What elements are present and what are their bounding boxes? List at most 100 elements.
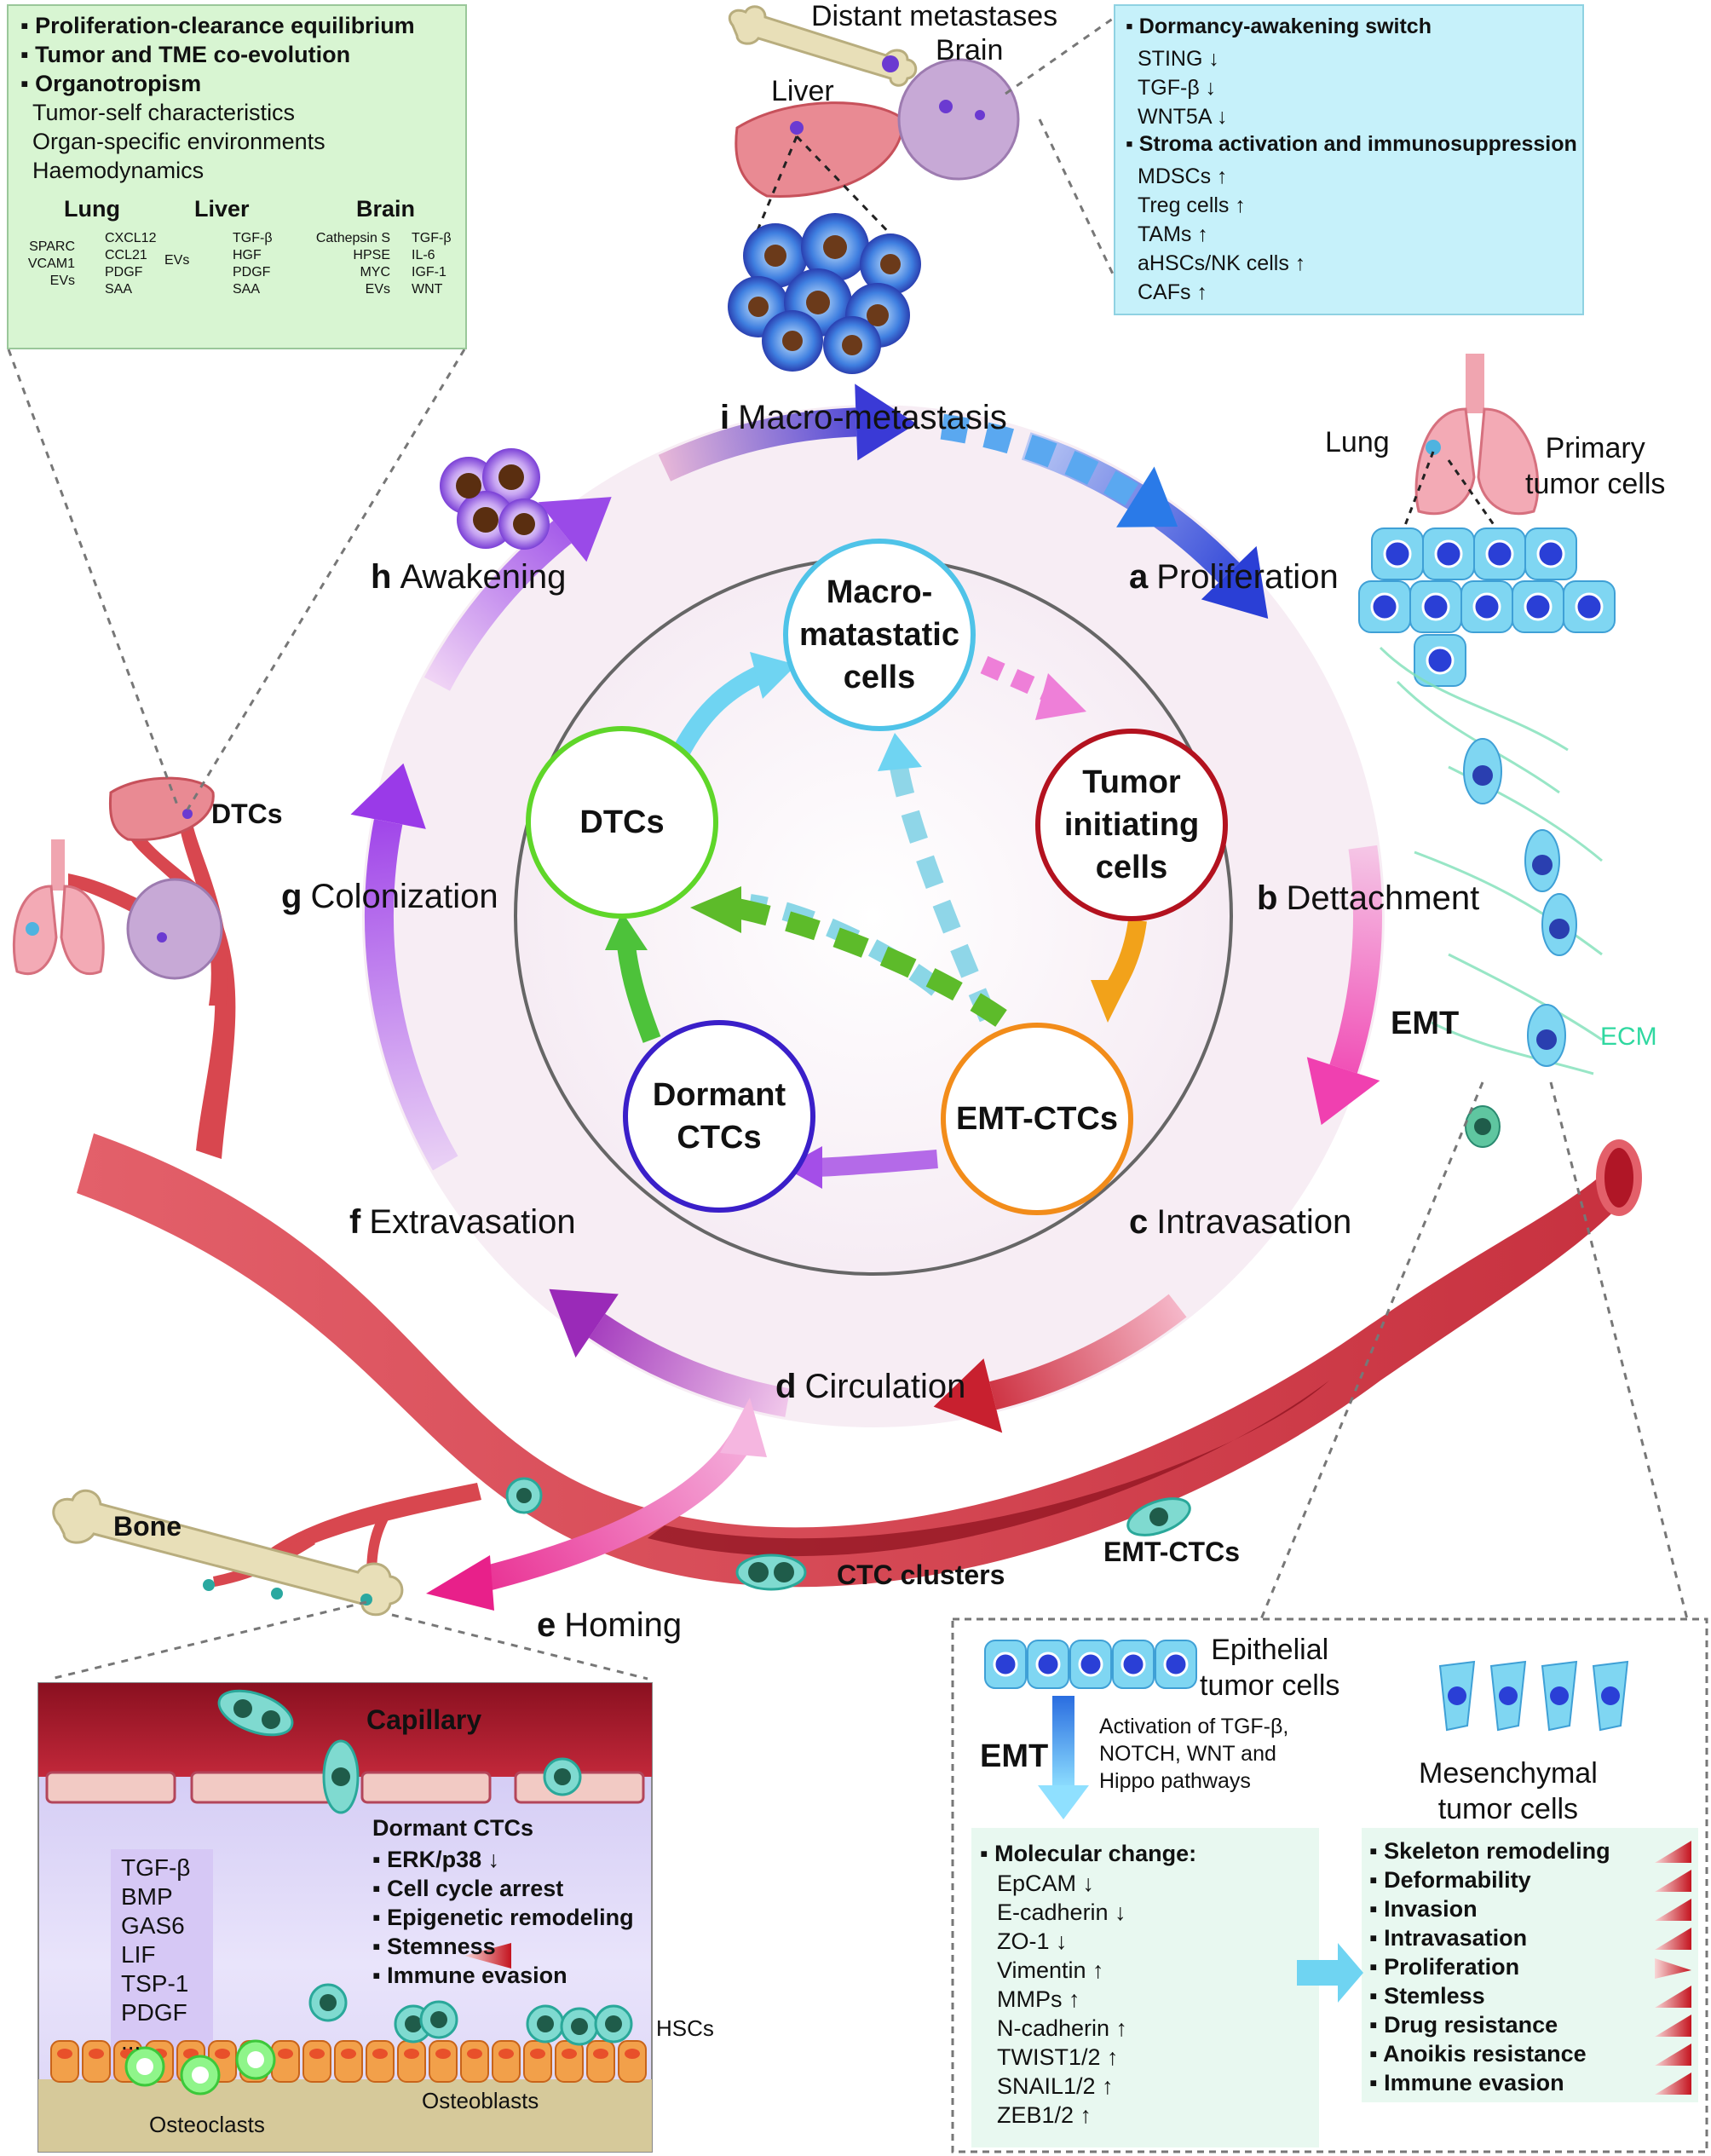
capillary-label: Capillary <box>366 1704 482 1735</box>
molecular-heading: ▪ Molecular change: <box>980 1841 1197 1866</box>
hscs-label: HSCs <box>656 2015 714 2041</box>
osteoclasts-label: Osteoclasts <box>149 2112 265 2137</box>
organ-factors-left: EVs <box>164 253 190 268</box>
emt-ctcs-label: EMT-CTCs <box>1103 1536 1240 1567</box>
mesenchymal-features: ▪ Skeleton remodeling▪ Deformability▪ In… <box>1369 1838 1610 2095</box>
awakening-cluster <box>440 448 550 550</box>
emt-panel <box>951 1617 1708 2153</box>
tic-circle <box>1035 729 1228 921</box>
dtc-circle <box>526 726 718 919</box>
primary-lung <box>1396 354 1540 546</box>
organ-name-lung: Lung <box>64 196 120 222</box>
bone-shape <box>52 1489 404 1617</box>
panel-item: Tumor-self characteristics <box>32 100 296 125</box>
dormant-ctc-circle <box>623 1020 815 1213</box>
lung-label: Lung <box>1325 426 1390 458</box>
bone-label: Bone <box>113 1511 181 1542</box>
cycle-arrow-head <box>855 383 917 461</box>
panel-list: STING ↓TGF-β ↓WNT5A ↓ <box>1138 47 1228 129</box>
cycle-arrow-body <box>589 1313 791 1417</box>
inner-arrows <box>605 652 1147 1189</box>
top-brain-shape <box>897 58 1020 181</box>
brain-label: Brain <box>936 34 1004 66</box>
panel-item: Haemodynamics <box>32 158 205 183</box>
circulating-cells <box>505 1477 1191 1591</box>
homing-arrow-head <box>720 1398 767 1457</box>
cycle-arrow-head <box>1306 1057 1380 1126</box>
bone-niche-panel <box>37 1682 653 2153</box>
migrating-cells <box>1463 738 1577 1148</box>
dormancy-switch-panel: ▪ Dormancy-awakening switch STING ↓TGF-β… <box>1114 4 1584 315</box>
panel-item: Organ-specific environments <box>32 129 325 154</box>
vessel-branch-bone <box>256 1483 481 1570</box>
ecm-label: ECM <box>1600 1023 1657 1051</box>
primary-tumor-cells <box>1358 527 1616 687</box>
panel-bold-item: ▪ Organotropism <box>20 71 202 96</box>
cycle-arrow-body <box>1329 845 1382 1074</box>
osteoblasts-label: Osteoblasts <box>422 2088 539 2113</box>
panel-heading: ▪ Stroma activation and immunosuppressio… <box>1126 132 1577 156</box>
panel-bold-item: ▪ Tumor and TME co-evolution <box>20 42 351 67</box>
emt-ctc-circle <box>941 1023 1133 1215</box>
emt-panel-emt-label: EMT <box>980 1738 1049 1774</box>
blood-vessel-lumen <box>648 1381 1329 1557</box>
cycle-arrow-body <box>658 407 857 481</box>
panel-list: MDSCs ↑Treg cells ↑TAMs ↑aHSCs/NK cells … <box>1138 164 1306 304</box>
dormant-ctcs-heading: Dormant CTCs <box>372 1815 534 1841</box>
cycle-arrow-body <box>365 819 458 1171</box>
cycle-arrow-head <box>350 763 426 829</box>
top-bone-shape <box>728 5 918 87</box>
vessel-branch-liver <box>179 818 228 1006</box>
liver-label: Liver <box>771 75 834 107</box>
cycle-arrow-head <box>1201 545 1269 619</box>
cycle-arrow-head <box>538 497 612 562</box>
emt-ctc-label: EMT-CTCs <box>956 1101 1118 1137</box>
dashed-cycle-arrow <box>940 413 1143 508</box>
outer-cycle-arrows <box>350 383 1382 1611</box>
cycle-arrow-head <box>549 1288 619 1358</box>
cycle-arrow-body <box>423 521 572 691</box>
dashed-cycle-arrow-head <box>1116 466 1178 527</box>
distant-metastases-label: Distant metastases <box>811 0 1058 32</box>
cycle-arrow-body <box>989 1294 1187 1410</box>
emt-label: EMT <box>1391 1006 1460 1041</box>
macro-cell-circle <box>783 539 976 731</box>
cycle-arrow-head <box>933 1358 1003 1433</box>
dtc-label: DTCs <box>579 804 665 840</box>
top-cell-cluster <box>728 135 921 374</box>
vessel-opening <box>1596 1139 1642 1216</box>
homing-arrow-head <box>426 1555 494 1611</box>
top-liver-shape <box>735 101 905 198</box>
panel-bold-item: ▪ Proliferation-clearance equilibrium <box>20 13 415 38</box>
homing-arrow <box>474 1433 752 1594</box>
blood-vessel <box>77 1133 1632 1588</box>
organ-name-liver: Liver <box>194 196 250 222</box>
organotropism-panel: ▪ Proliferation-clearance equilibrium ▪ … <box>7 4 467 349</box>
organ-name-brain: Brain <box>356 196 416 222</box>
molecular-list: EpCAM ↓E-cadherin ↓ZO-1 ↓Vimentin ↑MMPs … <box>997 1871 1128 2128</box>
dormant-ctcs-list: ▪ ERK/p38 ↓▪ Cell cycle arrest▪ Epigenet… <box>372 1847 634 1988</box>
